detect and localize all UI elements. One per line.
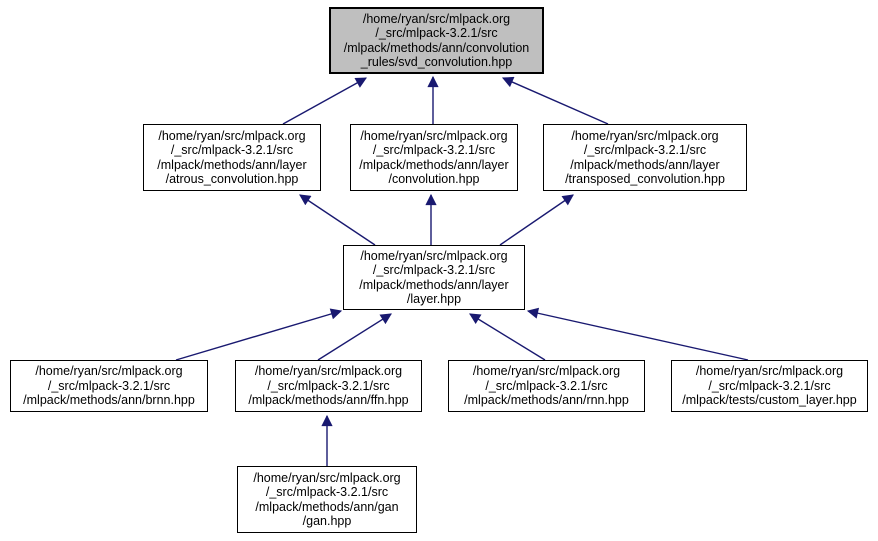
node-svd-convolution-label: /home/ryan/src/mlpack.org /_src/mlpack-3… (343, 11, 530, 70)
edge-layer-to-transposed-convolution (499, 194, 574, 246)
node-layer-hpp[interactable]: /home/ryan/src/mlpack.org /_src/mlpack-3… (343, 245, 525, 310)
node-transposed-convolution-label: /home/ryan/src/mlpack.org /_src/mlpack-3… (565, 128, 725, 187)
node-ffn-hpp[interactable]: /home/ryan/src/mlpack.org /_src/mlpack-3… (235, 360, 422, 412)
node-rnn-hpp[interactable]: /home/ryan/src/mlpack.org /_src/mlpack-3… (448, 360, 645, 412)
edge-atrous-convolution-to-svd-convolution (282, 77, 367, 125)
node-atrous-convolution-label: /home/ryan/src/mlpack.org /_src/mlpack-3… (157, 128, 307, 187)
node-gan-hpp[interactable]: /home/ryan/src/mlpack.org /_src/mlpack-3… (237, 466, 417, 533)
edge-brnn-to-layer (175, 308, 343, 361)
node-svd-convolution-hpp: /home/ryan/src/mlpack.org /_src/mlpack-3… (329, 7, 544, 74)
edge-transposed-convolution-to-svd-convolution (501, 76, 609, 125)
node-transposed-convolution-hpp[interactable]: /home/ryan/src/mlpack.org /_src/mlpack-3… (543, 124, 747, 191)
node-atrous-convolution-hpp[interactable]: /home/ryan/src/mlpack.org /_src/mlpack-3… (143, 124, 321, 191)
node-gan-label: /home/ryan/src/mlpack.org /_src/mlpack-3… (253, 470, 401, 529)
edge-rnn-to-layer (469, 313, 546, 361)
node-ffn-label: /home/ryan/src/mlpack.org /_src/mlpack-3… (248, 364, 409, 408)
node-brnn-label: /home/ryan/src/mlpack.org /_src/mlpack-3… (23, 364, 195, 408)
edge-layer-to-atrous-convolution (299, 194, 376, 246)
node-custom-layer-hpp[interactable]: /home/ryan/src/mlpack.org /_src/mlpack-3… (671, 360, 868, 412)
node-brnn-hpp[interactable]: /home/ryan/src/mlpack.org /_src/mlpack-3… (10, 360, 208, 412)
node-custom-layer-label: /home/ryan/src/mlpack.org /_src/mlpack-3… (682, 364, 857, 408)
node-convolution-label: /home/ryan/src/mlpack.org /_src/mlpack-3… (359, 128, 509, 187)
node-convolution-hpp[interactable]: /home/ryan/src/mlpack.org /_src/mlpack-3… (350, 124, 518, 191)
edge-ffn-to-layer (317, 313, 392, 361)
node-rnn-label: /home/ryan/src/mlpack.org /_src/mlpack-3… (464, 364, 629, 408)
edge-custom-layer-to-layer (526, 307, 749, 361)
node-layer-label: /home/ryan/src/mlpack.org /_src/mlpack-3… (359, 248, 509, 307)
